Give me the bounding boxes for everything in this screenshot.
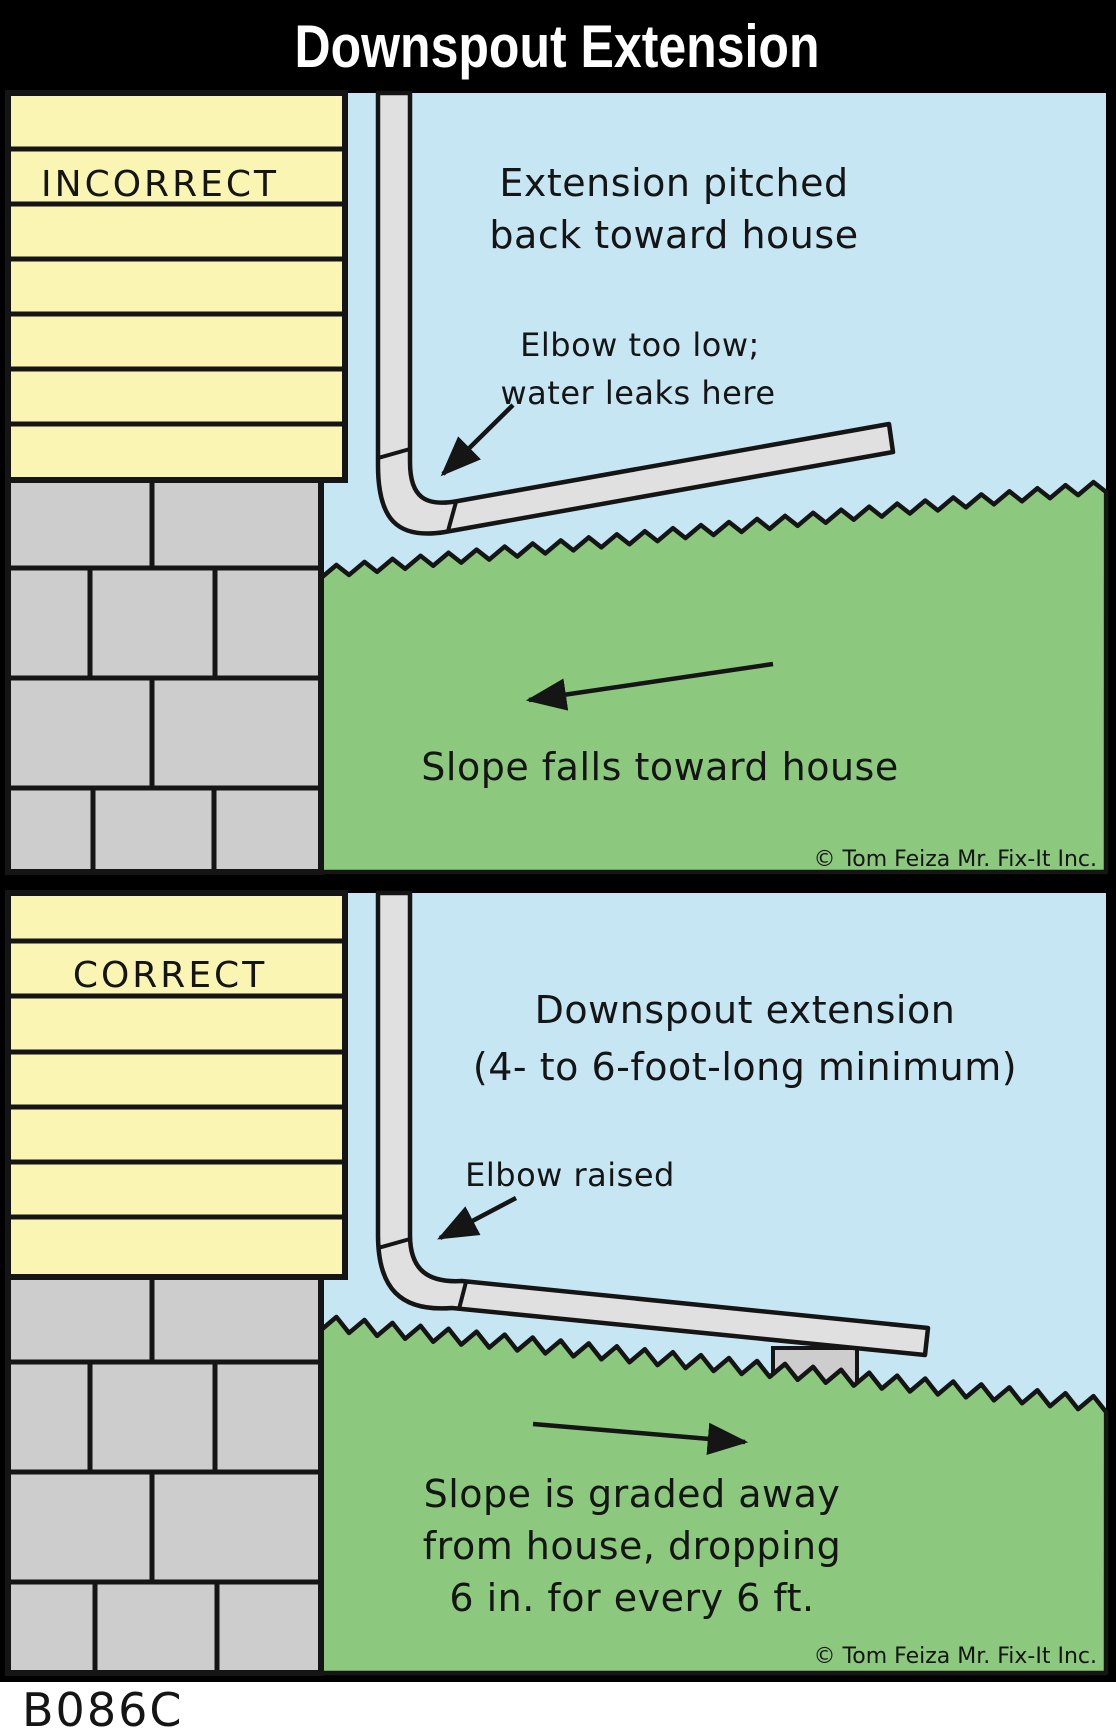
grass-incorrect [318,479,1109,875]
wall-blocks [5,1274,324,1676]
copyright-incorrect: © Tom Feiza Mr. Fix-It Inc. [814,847,1097,872]
siding-boards [5,890,348,1280]
caption-incorrect-line1: Extension pitched [499,161,848,205]
caption-correct-line2: (4- to 6-foot-long minimum) [473,1045,1017,1089]
downspout-pipe-correct [375,890,931,1358]
slope-direction-arrow-icon [525,661,774,711]
caption-incorrect-line2: back toward house [489,213,858,257]
downspout-pipe-incorrect [375,90,896,536]
foundation-wall-correct [5,1274,324,1676]
pipe-seam [377,447,411,460]
elbow-pointer-arrow-icon [437,1196,518,1240]
slope-note-correct-line3: 6 in. for every 6 ft. [449,1576,814,1620]
siding-boards [5,90,348,483]
panel-correct: CORRECT Downspout extension (4- to 6-foo… [5,890,1109,1676]
slope-note-incorrect: Slope falls toward house [421,745,898,789]
pipe-seam [446,501,458,532]
elbow-note-incorrect-line1: Elbow too low; [520,326,760,364]
slope-direction-arrow-icon [532,1421,749,1455]
copyright-correct: © Tom Feiza Mr. Fix-It Inc. [814,1644,1097,1669]
slope-note-correct-line2: from house, dropping [423,1524,841,1568]
elbow-note-correct: Elbow raised [465,1156,675,1194]
downspout-incorrect [375,90,896,536]
slope-note-correct-line1: Slope is graded away [424,1472,841,1516]
pipe-seam [457,1281,468,1310]
elbow-note-incorrect-line2: water leaks here [500,374,775,412]
page-title: Downspout Extension [295,13,820,80]
downspout-correct [375,890,931,1358]
diagram-code: B086C [22,1683,183,1732]
panel-incorrect: INCORRECT Extension pitched back toward … [5,90,1109,875]
grass-correct [318,1314,1109,1676]
panel-label-correct: CORRECT [73,955,267,996]
pipe-seam [377,1237,411,1250]
siding-correct: CORRECT [5,890,348,1280]
caption-correct-line1: Downspout extension [535,988,956,1032]
elbow-pointer-arrow-icon [440,403,515,477]
footer-band [0,1682,1116,1732]
foundation-wall-incorrect [5,477,324,875]
panel-label-incorrect: INCORRECT [41,164,279,205]
siding-incorrect: INCORRECT [5,90,348,483]
